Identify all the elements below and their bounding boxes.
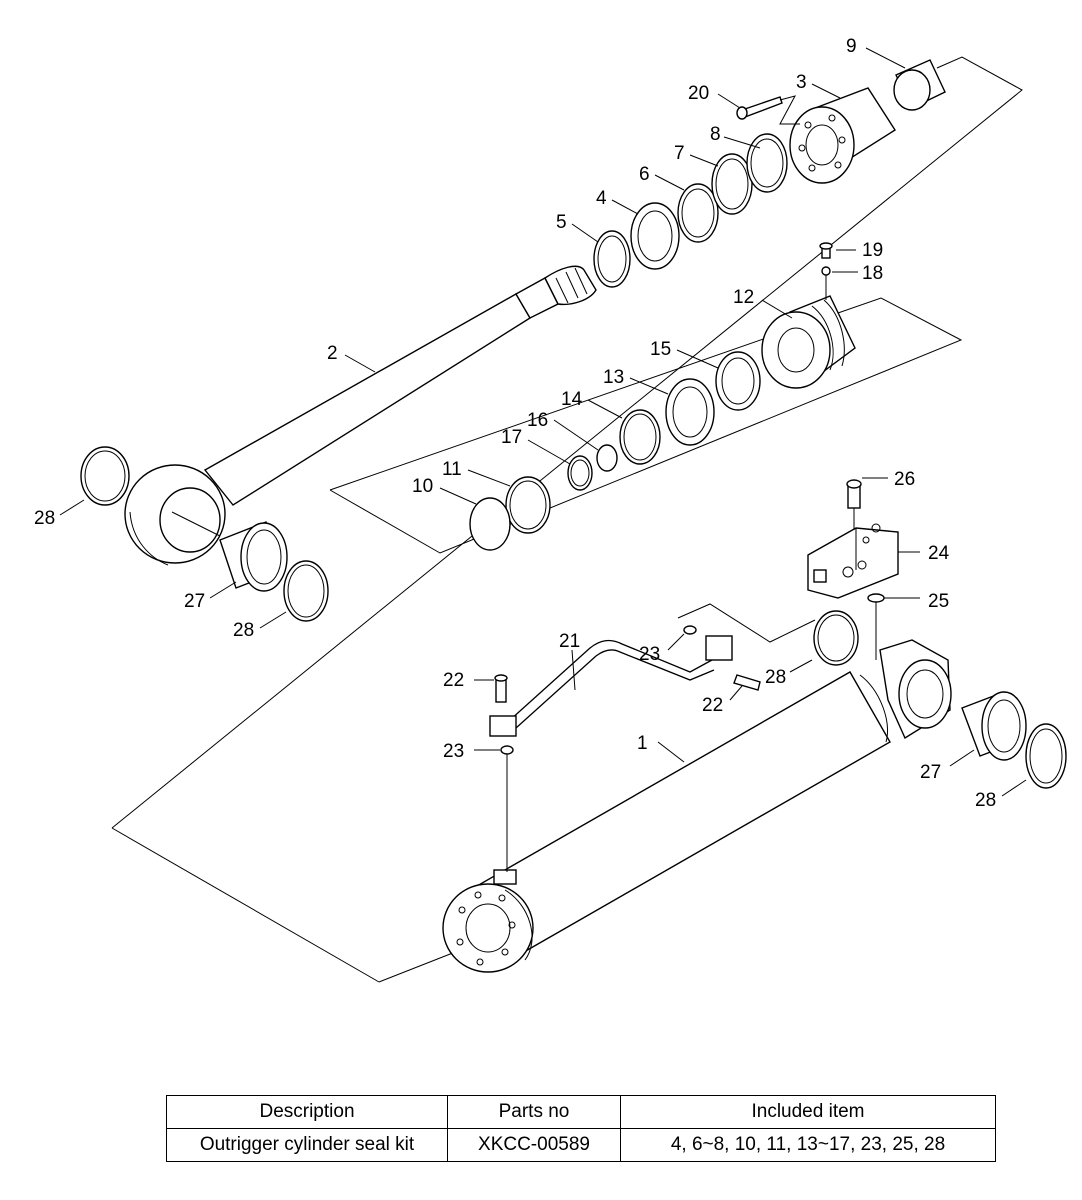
- callout-28-right: 28: [975, 790, 996, 811]
- valve-frame: [677, 603, 816, 643]
- bolt-26: [846, 479, 862, 509]
- callout-25: 25: [928, 591, 949, 612]
- callout-20: 20: [688, 83, 709, 104]
- callout-28-mid: 28: [765, 667, 786, 688]
- callout-15: 15: [650, 339, 671, 360]
- seal-13: [665, 378, 715, 446]
- callout-22-right: 22: [702, 695, 723, 716]
- bolt-22-right: [733, 674, 761, 691]
- header-description: Description: [166, 1095, 448, 1129]
- cover-bushing-9: [893, 59, 946, 111]
- seal-7: [711, 153, 753, 215]
- piston-assembly-frame: [329, 297, 963, 554]
- header-parts-no: Parts no: [447, 1095, 621, 1129]
- bolt-20: [736, 95, 800, 125]
- callout-22-left: 22: [443, 670, 464, 691]
- piston: [761, 295, 856, 389]
- exploded-parts-diagram: 9 3 20 8 7 6 4 5 2 28 27 28 19 18 12 15 …: [34, 36, 1067, 983]
- pipe: [489, 635, 733, 737]
- callout-16: 16: [527, 410, 548, 431]
- callout-5: 5: [556, 212, 567, 233]
- ring-14: [619, 409, 661, 465]
- callout-19: 19: [862, 240, 883, 261]
- callout-21: 21: [559, 631, 580, 652]
- dust-seal-ring-left-top: [80, 446, 130, 506]
- o-ring-23-upper: [683, 625, 697, 635]
- wear-ring-15: [715, 351, 761, 411]
- bolt-22-left: [494, 674, 508, 703]
- valve-block: [807, 523, 899, 599]
- callout-6: 6: [639, 164, 650, 185]
- seal-5: [593, 230, 631, 288]
- ring-17: [567, 455, 593, 491]
- cell-description: Outrigger cylinder seal kit: [166, 1128, 448, 1162]
- ball-18: [821, 266, 831, 276]
- callout-23-lower: 23: [443, 741, 464, 762]
- callout-14: 14: [561, 389, 583, 410]
- seal-kit-table: Description Parts no Included item Outri…: [166, 1095, 996, 1162]
- rod-cover: [789, 87, 896, 184]
- seal-8: [746, 133, 788, 193]
- leader-lines: [59, 47, 1027, 797]
- callout-11: 11: [442, 459, 462, 480]
- cell-included-item: 4, 6~8, 10, 11, 13~17, 23, 25, 28: [620, 1128, 996, 1162]
- callout-18: 18: [862, 263, 883, 284]
- tube-bushing: [961, 691, 1027, 761]
- dust-seal-ring-left-bottom: [283, 560, 329, 622]
- callout-9: 9: [846, 36, 857, 57]
- dust-seal-ring-right: [1025, 723, 1067, 789]
- seal-6: [677, 183, 719, 243]
- rod-assembly-frame: [111, 56, 1023, 829]
- callout-26: 26: [894, 469, 915, 490]
- callout-27-left: 27: [184, 591, 205, 612]
- screw-19: [819, 242, 833, 259]
- cell-parts-no: XKCC-00589: [447, 1128, 621, 1162]
- seal-4: [630, 202, 680, 270]
- callout-8: 8: [710, 124, 721, 145]
- callout-3: 3: [796, 72, 807, 93]
- callout-17: 17: [501, 427, 522, 448]
- cylinder-tube: [442, 639, 952, 973]
- callout-12: 12: [733, 287, 754, 308]
- dust-seal-ring-mid: [813, 610, 859, 666]
- callout-28-top-left: 28: [34, 508, 55, 529]
- rod-bushing: [219, 521, 288, 592]
- callout-28-left: 28: [233, 620, 254, 641]
- callout-10: 10: [412, 476, 433, 497]
- table-row: Outrigger cylinder seal kit XKCC-00589 4…: [166, 1128, 996, 1162]
- o-ring-23-lower: [500, 745, 514, 755]
- ring-16: [596, 444, 618, 472]
- table-header-row: Description Parts no Included item: [166, 1095, 996, 1129]
- callout-4: 4: [596, 188, 607, 209]
- callout-27-right: 27: [920, 762, 941, 783]
- header-included-item: Included item: [620, 1095, 996, 1129]
- callout-13: 13: [603, 367, 624, 388]
- o-ring-25: [867, 593, 885, 603]
- callout-7: 7: [674, 143, 685, 164]
- callout-23-upper: 23: [639, 644, 660, 665]
- ring-11: [505, 476, 551, 534]
- callout-1: 1: [637, 733, 648, 754]
- ring-10: [469, 497, 511, 551]
- callout-24: 24: [928, 543, 950, 564]
- callout-2: 2: [327, 343, 338, 364]
- piston-rod: [124, 265, 597, 566]
